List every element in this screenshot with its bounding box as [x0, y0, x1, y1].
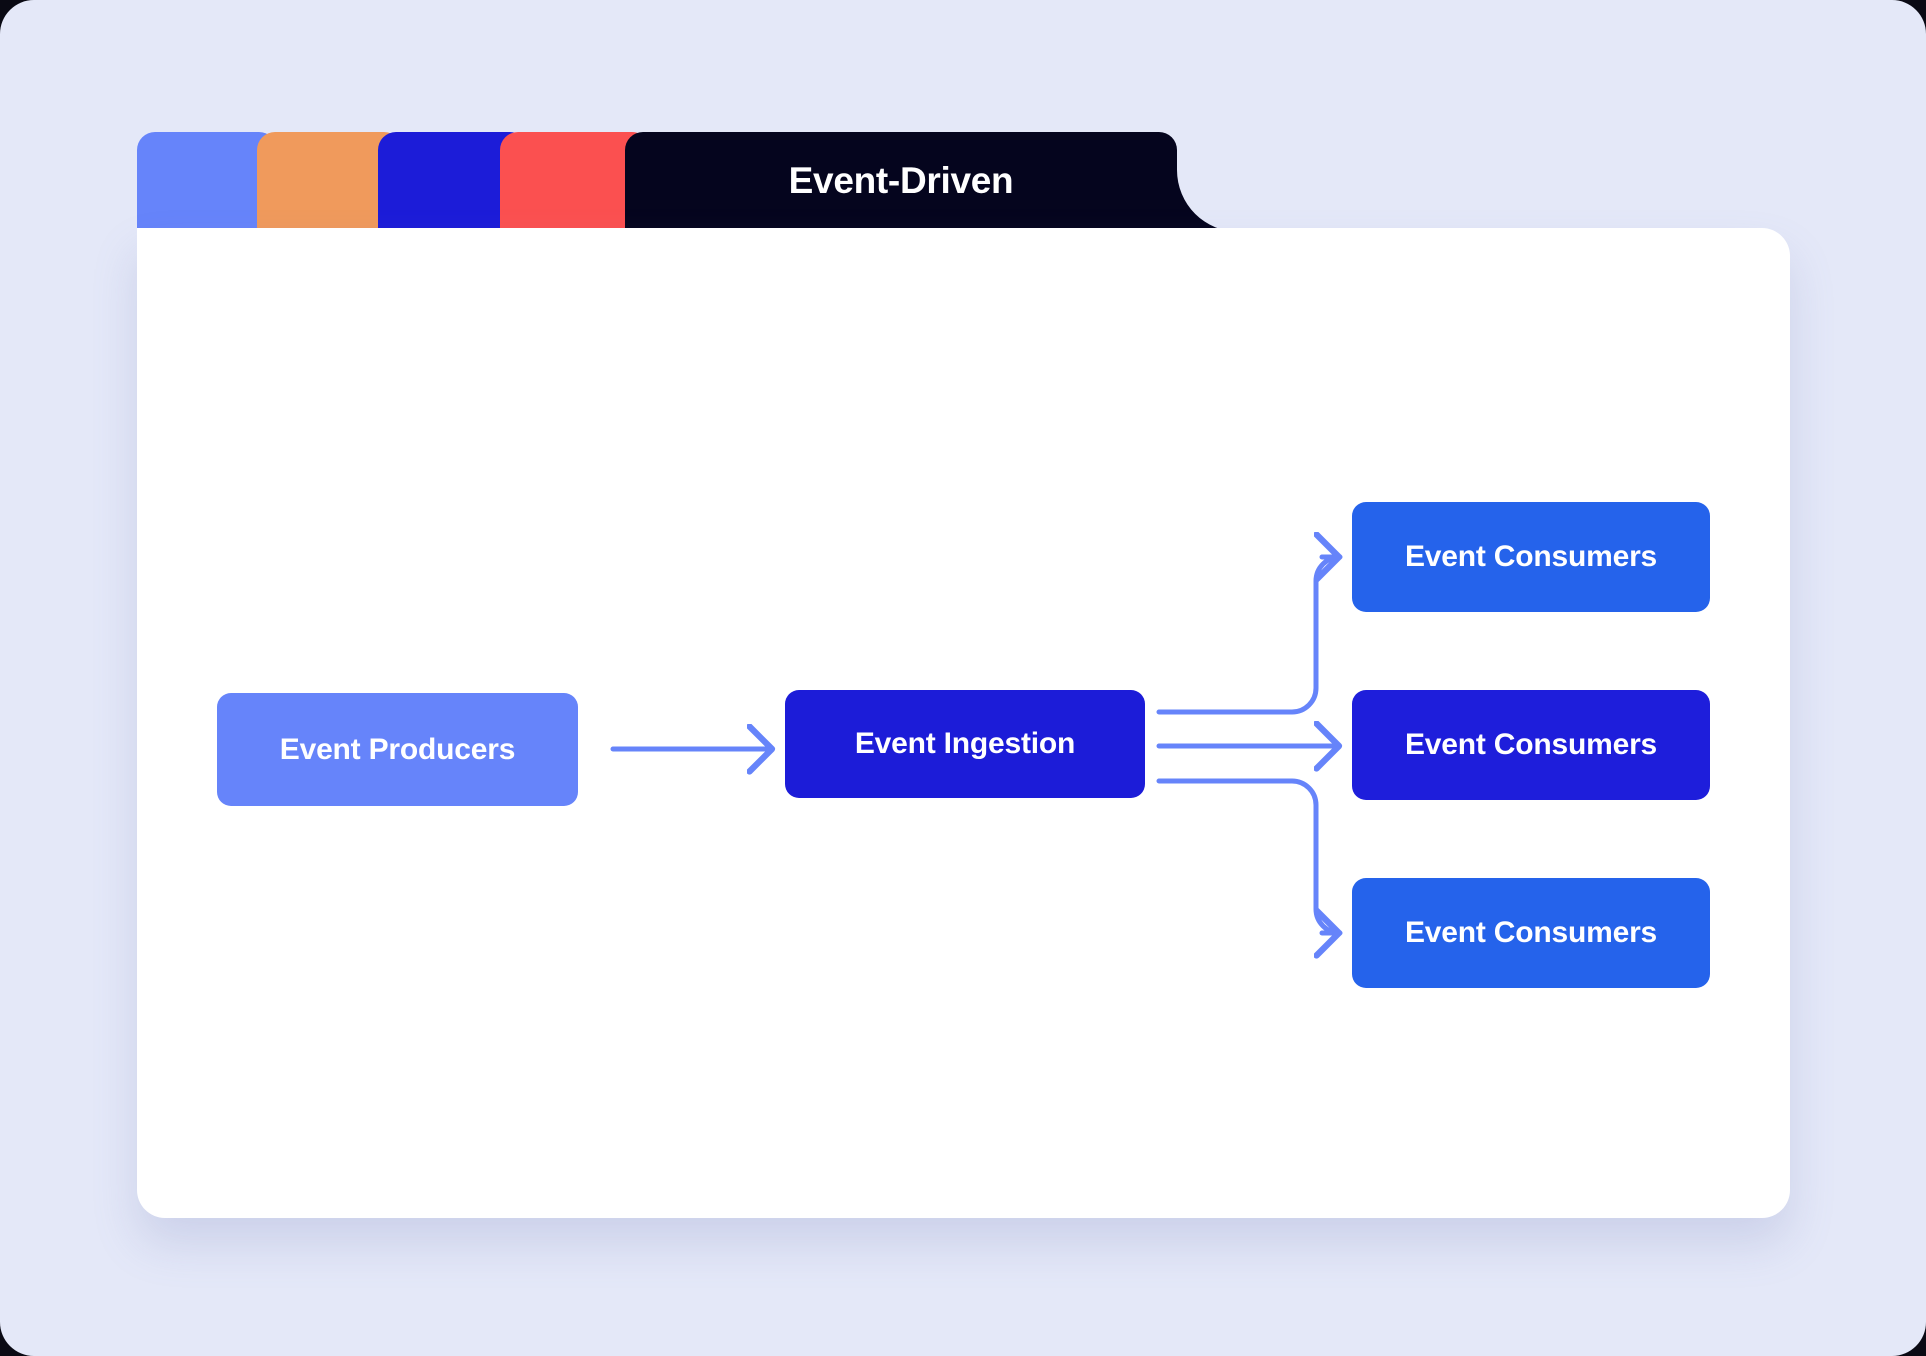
tab-title-label: Event-Driven [788, 159, 1014, 201]
tab-item-active-event-driven[interactable]: Event-Driven [625, 132, 1177, 230]
node-event-producers[interactable]: Event Producers [217, 693, 578, 806]
node-label: Event Consumers [1404, 916, 1658, 949]
node-event-consumers-1[interactable]: Event Consumers [1352, 502, 1710, 612]
edge-ingestion-to-consumer-1 [1156, 554, 1343, 715]
edge-ingestion-to-consumer-3 [1156, 778, 1343, 936]
node-event-ingestion[interactable]: Event Ingestion [785, 690, 1145, 798]
node-label: Event Ingestion [854, 727, 1076, 760]
content-card: Event Producers Event Ingestion Event Co… [137, 228, 1790, 1218]
node-event-consumers-3[interactable]: Event Consumers [1352, 878, 1710, 988]
tab-item-1[interactable] [137, 132, 277, 230]
node-event-consumers-2[interactable]: Event Consumers [1352, 690, 1710, 800]
node-label: Event Consumers [1404, 540, 1658, 573]
tab-strip: Event-Driven [137, 132, 1637, 230]
tab-folder-curve [1177, 170, 1239, 230]
node-label: Event Producers [279, 732, 516, 766]
node-label: Event Consumers [1404, 728, 1658, 761]
tab-item-2[interactable] [257, 132, 402, 230]
event-driven-architecture-diagram: Event Producers Event Ingestion Event Co… [137, 228, 1790, 1218]
